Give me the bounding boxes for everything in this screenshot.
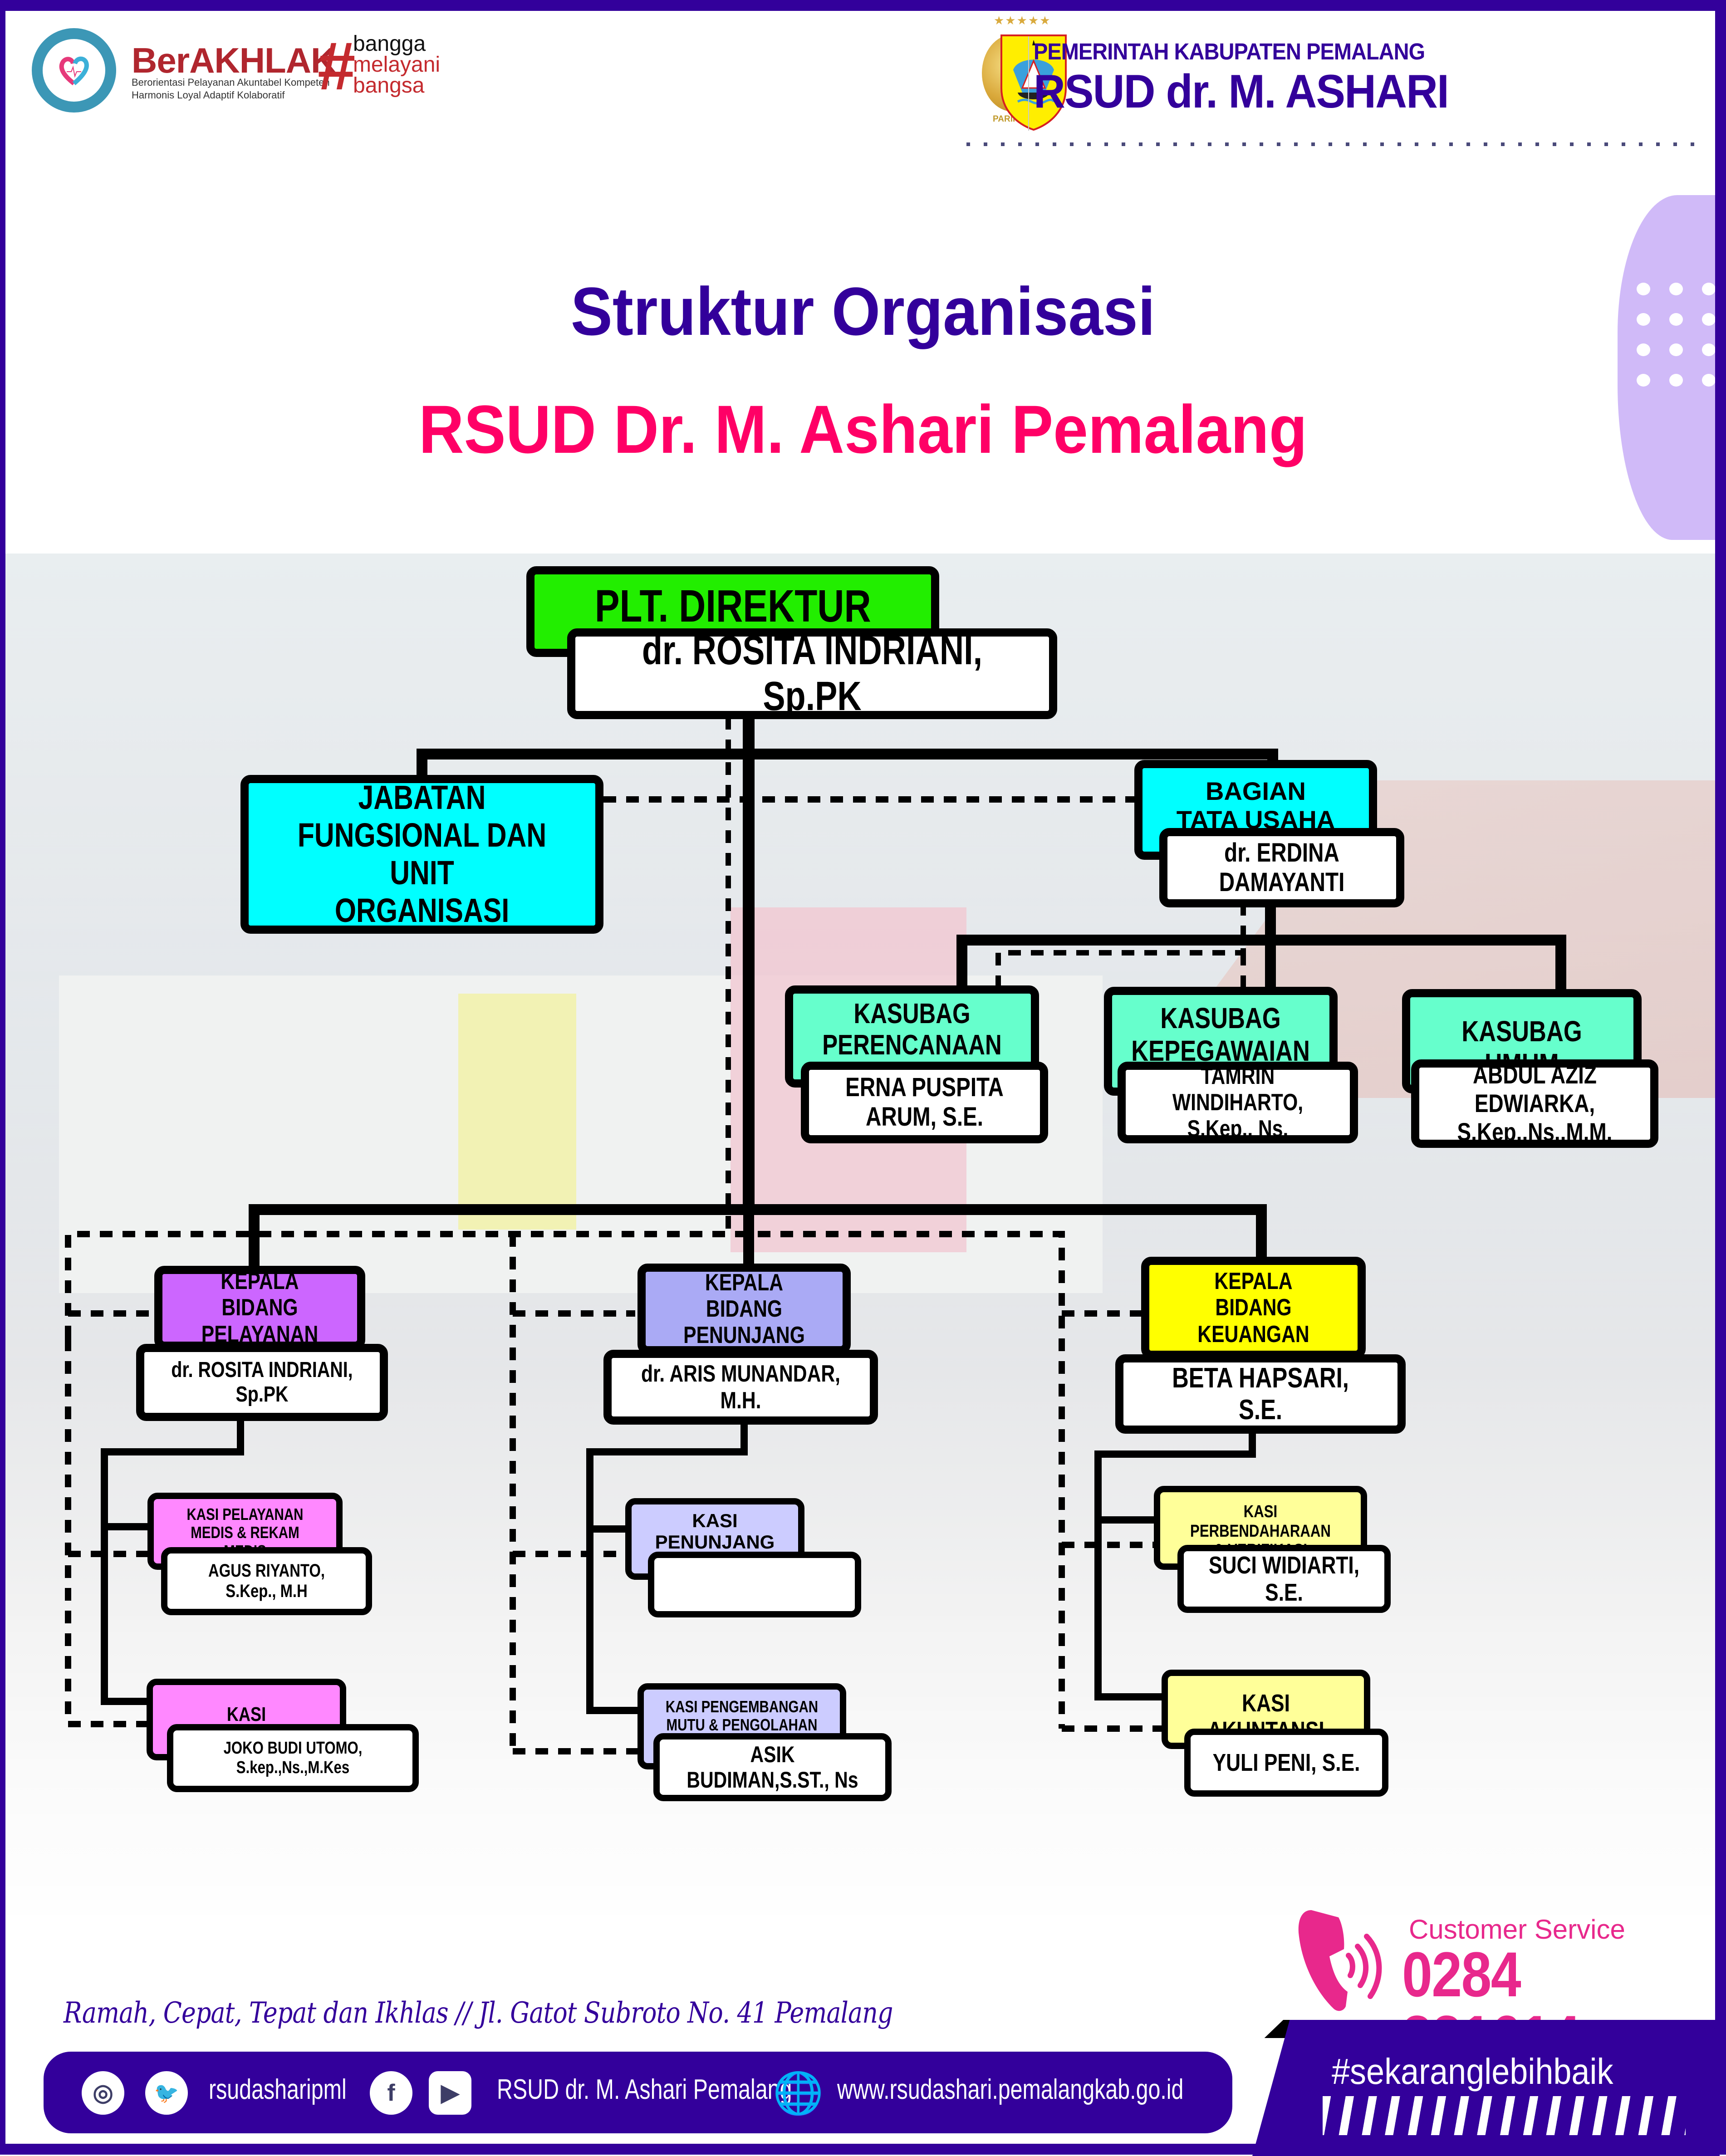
connector-penunjang-kasi <box>586 1406 748 1714</box>
decorative-dot <box>1669 343 1683 356</box>
kasi-penunjang-name-box <box>648 1552 861 1617</box>
bidang-pelayanan-name-box: dr. ROSITA INDRIANI, Sp.PK <box>136 1344 388 1421</box>
decorative-dot <box>1702 283 1716 295</box>
kasubag-kepegawaian-title: KASUBAG KEPEGAWAIAN <box>1131 1002 1310 1067</box>
decorative-dot <box>1702 313 1716 326</box>
decorative-dot <box>1637 343 1650 356</box>
connector-bidang-branch <box>249 1204 1267 1266</box>
kasi-akuntansi-name-box: YULI PENI, S.E. <box>1184 1729 1388 1797</box>
kasi-pengembangan-name-box: ASIK BUDIMAN,S.ST., Ns <box>653 1733 892 1801</box>
director-name: dr. ROSITA INDRIANI, Sp.PK <box>642 628 983 719</box>
page-subtitle: RSUD Dr. M. Ashari Pemalang <box>418 391 1308 467</box>
berakhlak-tagline: Berorientasi Pelayanan Akuntabel Kompete… <box>132 76 330 102</box>
social-handle-rsudasharipml[interactable]: rsudasharipml <box>209 2074 347 2105</box>
accreditation-stars-icon: ★★★★★ <box>994 14 1051 27</box>
bidang-keuangan-title: KEPALA BIDANG KEUANGAN <box>1197 1268 1309 1348</box>
government-name: PEMERINTAH KABUPATEN PEMALANG <box>1034 39 1425 64</box>
kasubag-perencanaan-name: ERNA PUSPITA ARUM, S.E. <box>845 1073 1004 1132</box>
decorative-dot <box>1669 374 1683 387</box>
kasi-perbendaharaan-name-box: SUCI WIDIARTI, S.E. <box>1177 1545 1391 1613</box>
bidang-keuangan-name: BETA HAPSARI, S.E. <box>1172 1362 1349 1426</box>
kasi-pelayanan-medis-name: AGUS RIYANTO, S.Kep., M.H <box>208 1561 325 1601</box>
social-bar <box>44 2052 1232 2133</box>
decorative-purple-blob <box>1618 195 1717 540</box>
customer-service-label: Customer Service <box>1409 1914 1625 1945</box>
website-link[interactable]: www.rsudashari.pemalangkab.go.id <box>837 2074 1184 2105</box>
youtube-icon[interactable]: ▶ <box>429 2071 471 2115</box>
kasi-pelayanan-medis-name-box: AGUS RIYANTO, S.Kep., M.H <box>161 1547 372 1615</box>
fungsional-box: KELOMPOK JABATAN FUNGSIONAL DAN UNIT ORG… <box>240 775 603 934</box>
decorative-dot <box>1637 313 1650 326</box>
bidang-penunjang-title: KEPALA BIDANG PENUNJANG <box>683 1269 805 1349</box>
hashtag-icon: # <box>318 28 356 104</box>
decorative-stripes <box>1323 2096 1686 2135</box>
frame-border-left <box>0 0 5 2155</box>
decorative-dot <box>1702 343 1716 356</box>
tata-usaha-title: BAGIAN TATA USAHA <box>1176 777 1335 834</box>
dashed-bidang-row <box>65 1231 1065 1729</box>
twitter-icon[interactable]: 🐦 <box>145 2071 188 2115</box>
background-yellow-wall <box>458 994 576 1230</box>
hospital-name: RSUD dr. M. ASHARI <box>1034 65 1449 118</box>
kasi-keperawatan-name-box: JOKO BUDI UTOMO, S.kep.,Ns.,M.Kes <box>167 1724 419 1792</box>
decorative-dot <box>1669 283 1683 295</box>
kasi-keperawatan-name: JOKO BUDI UTOMO, S.kep.,Ns.,M.Kes <box>223 1739 363 1777</box>
pemalang-crest-icon <box>1000 34 1067 131</box>
phone-call-icon <box>1298 1910 1382 2011</box>
bidang-pelayanan-name: dr. ROSITA INDRIANI, Sp.PK <box>171 1358 353 1406</box>
social-handle-rsud-dr-m-ashari-pemalang[interactable]: RSUD dr. M. Ashari Pemalang <box>497 2074 792 2105</box>
berakhlak-tagline-line2: Harmonis Loyal Adaptif Kolaboratif <box>132 89 285 101</box>
page-title: Struktur Organisasi <box>570 273 1156 349</box>
instagram-icon[interactable]: ◎ <box>82 2071 124 2115</box>
dashed-pelayanan-bottom <box>65 1338 154 1727</box>
kasi-pengembangan-title: KASI PENGEMBANGAN MUTU & PENGOLAHAN DATA <box>665 1697 819 1752</box>
director-title: PLT. DIREKTUR <box>594 581 871 632</box>
motto-address: Ramah, Cepat, Tepat dan Ikhlas // Jl. Ga… <box>64 1996 893 2030</box>
bidang-penunjang-name-box: dr. ARIS MUNANDAR, M.H. <box>603 1350 878 1425</box>
header-dotted-rule <box>966 142 1706 146</box>
hashtag-sekaranglebihbaik: #sekaranglebihbaik <box>1332 2051 1613 2092</box>
connector-keuangan-kasi <box>1094 1416 1256 1700</box>
bidang-keuangan-name-box: BETA HAPSARI, S.E. <box>1115 1354 1406 1434</box>
bangga-melayani-bangsa-logo: bangga melayani bangsa <box>353 32 441 98</box>
connector-kasubag-branch <box>956 935 1566 1003</box>
decorative-dot <box>1637 374 1650 387</box>
bangga-line-2: melayani <box>353 53 441 77</box>
kasi-akuntansi-name: YULI PENI, S.E. <box>1212 1749 1360 1776</box>
kasubag-kepegawaian-name: TAMRIN WINDIHARTO, S.Kep., Ns. <box>1172 1063 1304 1142</box>
berakhlak-tagline-line1: Berorientasi Pelayanan Akuntabel Kompete… <box>132 77 330 88</box>
kasi-perbendaharaan-name: SUCI WIDIARTI, S.E. <box>1208 1551 1360 1606</box>
bangga-line-1: bangga <box>353 32 426 56</box>
kasi-pelayanan-medis-title: KASI PELAYANAN MEDIS & REKAM MEDIS <box>186 1505 304 1560</box>
kasubag-umum-name: ABDUL AZIZ EDWIARKA, S.Kep.,Ns.,M.M. <box>1457 1060 1613 1146</box>
decorative-dot <box>1637 283 1650 295</box>
kasi-pengembangan-name: ASIK BUDIMAN,S.ST., Ns <box>686 1742 858 1793</box>
bangga-line-3: bangsa <box>353 74 425 98</box>
tata-usaha-name-box: dr. ERDINA DAMAYANTI <box>1159 828 1404 907</box>
globe-icon[interactable]: 🌐 <box>772 2070 824 2116</box>
director-name-box: dr. ROSITA INDRIANI, Sp.PK <box>567 628 1057 719</box>
dashed-tu-kasubag <box>995 903 1246 998</box>
fungsional-title: KELOMPOK JABATAN FUNGSIONAL DAN UNIT ORG… <box>297 779 547 929</box>
tata-usaha-name: dr. ERDINA DAMAYANTI <box>1219 838 1345 897</box>
kasubag-kepegawaian-name-box: TAMRIN WINDIHARTO, S.Kep., Ns. <box>1118 1062 1358 1143</box>
bidang-penunjang-title-box: KEPALA BIDANG PENUNJANG <box>637 1264 851 1354</box>
decorative-dot <box>1669 313 1683 326</box>
bidang-pelayanan-title: KEPALA BIDANG PELAYANAN <box>201 1268 319 1348</box>
bidang-keuangan-title-box: KEPALA BIDANG KEUANGAN <box>1141 1257 1366 1359</box>
bidang-pelayanan-title-box: KEPALA BIDANG PELAYANAN <box>154 1266 365 1350</box>
frame-border-top <box>0 0 1726 11</box>
decorative-dot <box>1702 374 1716 387</box>
berakhlak-logo: BerAKHLAK <box>132 40 336 80</box>
bidang-penunjang-name: dr. ARIS MUNANDAR, M.H. <box>641 1361 841 1414</box>
frame-border-right <box>1715 0 1726 2155</box>
kasubag-umum-name-box: ABDUL AZIZ EDWIARKA, S.Kep.,Ns.,M.M. <box>1411 1059 1658 1148</box>
heart-logo-icon <box>59 56 89 85</box>
facebook-icon[interactable]: f <box>370 2071 412 2115</box>
connector-pelayanan-kasi <box>101 1406 244 1705</box>
kasubag-perencanaan-name-box: ERNA PUSPITA ARUM, S.E. <box>801 1062 1048 1143</box>
header-divider <box>1028 36 1029 131</box>
